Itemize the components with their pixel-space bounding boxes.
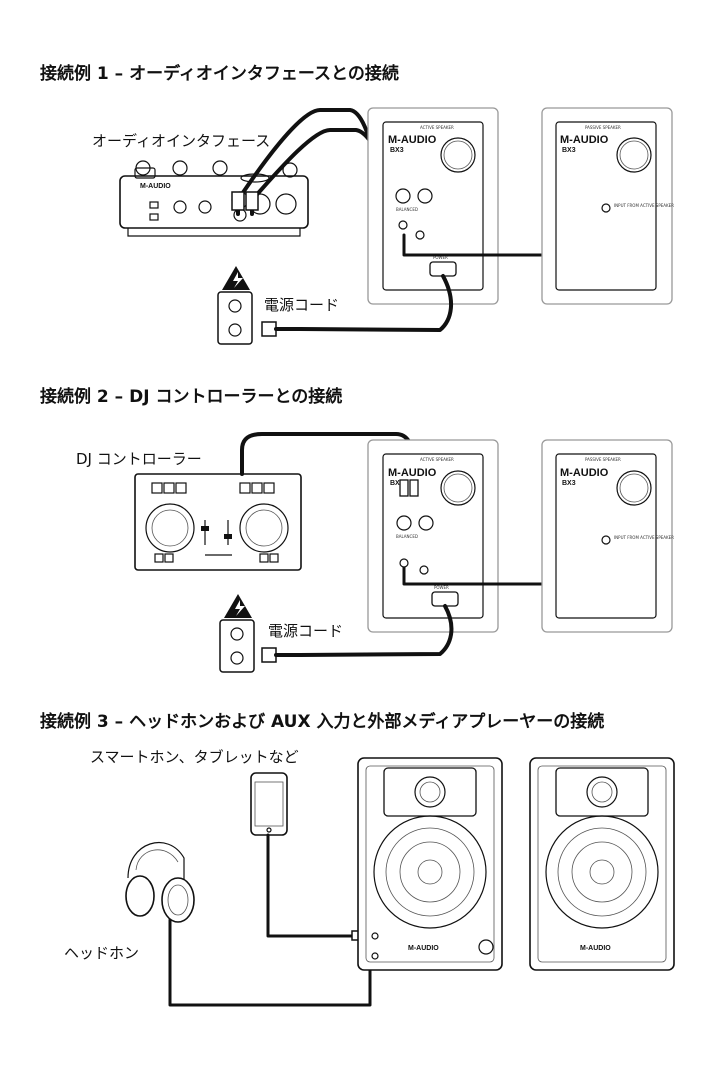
smartphone-icon <box>250 772 288 836</box>
passive-speaker-2: PASSIVE SPEAKER M-AUDIO BX3 INPUT FROM A… <box>541 439 674 633</box>
passive-speaker-2-brand: M-AUDIO <box>560 467 609 479</box>
section1-heading: 接続例 1 – オーディオインタフェースとの接続 <box>40 63 399 84</box>
passive-speaker-2-model: BX3 <box>562 480 576 487</box>
svg-text:BALANCED: BALANCED <box>396 207 418 212</box>
section3-headphone-label: ヘッドホン <box>64 944 139 962</box>
audio-interface: M-AUDIO <box>119 160 309 237</box>
power-cable-1 <box>274 274 453 332</box>
power-outlet-icon <box>219 619 255 673</box>
svg-text:BALANCED: BALANCED <box>396 534 418 539</box>
active-speaker-2-model: BX3 <box>390 480 404 487</box>
svg-text:PASSIVE SPEAKER: PASSIVE SPEAKER <box>585 457 621 462</box>
section2-heading: 接続例 2 – DJ コントローラーとの接続 <box>40 386 342 407</box>
svg-text:ACTIVE SPEAKER: ACTIVE SPEAKER <box>420 125 454 130</box>
active-speaker-1: ACTIVE SPEAKER M-AUDIO BX3 BALANCED POWE… <box>367 107 499 305</box>
warning-icon <box>224 594 252 618</box>
speaker-front-right: M-AUDIO <box>529 757 675 971</box>
power-outlet-icon <box>217 291 253 345</box>
svg-text:INPUT FROM ACTIVE SPEAKER: INPUT FROM ACTIVE SPEAKER <box>614 535 674 540</box>
active-speaker-1-model: BX3 <box>390 147 404 154</box>
aux-cable <box>266 833 354 938</box>
passive-speaker-1-brand: M-AUDIO <box>560 134 609 146</box>
speaker-front-left: M-AUDIO <box>357 757 503 971</box>
section2-device-label: DJ コントローラー <box>76 450 202 468</box>
active-speaker-2: ACTIVE SPEAKER M-AUDIO BX3 BALANCED POWE… <box>367 439 499 633</box>
svg-text:INPUT FROM ACTIVE SPEAKER: INPUT FROM ACTIVE SPEAKER <box>614 203 674 208</box>
left-speaker-brand: M-AUDIO <box>408 945 439 952</box>
section3-heading: 接続例 3 – ヘッドホンおよび AUX 入力と外部メディアプレーヤーの接続 <box>40 711 604 732</box>
svg-text:POWER: POWER <box>433 255 448 260</box>
active-speaker-1-brand: M-AUDIO <box>388 134 437 146</box>
power-cable-2 <box>274 604 454 657</box>
svg-text:POWER: POWER <box>434 585 449 590</box>
section1-power-label: 電源コード <box>264 296 339 314</box>
warning-icon <box>222 266 250 290</box>
right-speaker-brand: M-AUDIO <box>580 945 611 952</box>
passive-speaker-1-model: BX3 <box>562 147 576 154</box>
section3-phone-label: スマートホン、タブレットなど <box>90 748 299 766</box>
power-plug-icon <box>261 647 277 663</box>
svg-text:PASSIVE SPEAKER: PASSIVE SPEAKER <box>585 125 621 130</box>
section2-power-label: 電源コード <box>268 622 343 640</box>
dj-controller <box>134 473 302 571</box>
power-plug-icon <box>261 321 277 337</box>
svg-text:ACTIVE SPEAKER: ACTIVE SPEAKER <box>420 457 454 462</box>
interface-brand: M-AUDIO <box>140 183 171 190</box>
active-speaker-2-brand: M-AUDIO <box>388 467 437 479</box>
headphones-icon <box>125 841 195 923</box>
section1-device-label: オーディオインタフェース <box>92 132 270 150</box>
headphone-cable <box>168 918 372 1007</box>
passive-speaker-1: PASSIVE SPEAKER M-AUDIO BX3 INPUT FROM A… <box>541 107 674 305</box>
